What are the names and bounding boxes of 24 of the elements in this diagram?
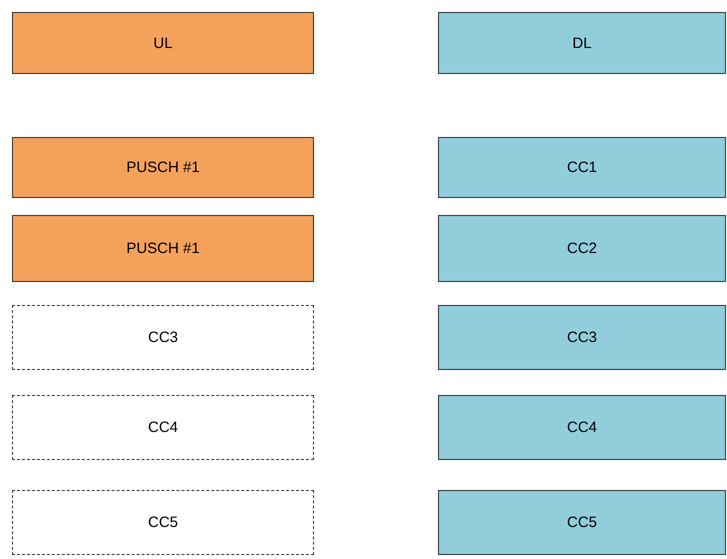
box-label: DL xyxy=(572,34,592,52)
process-box xyxy=(438,215,726,282)
box-label: CC4 xyxy=(148,419,178,436)
box-label: PUSCH #1 xyxy=(126,159,200,176)
box-label: CC5 xyxy=(566,514,597,531)
box-label: PUSCH #1 xyxy=(126,240,200,257)
process-box xyxy=(438,395,726,460)
process-box xyxy=(12,215,314,282)
process-box xyxy=(438,305,726,370)
process-box xyxy=(438,12,726,74)
box-label: CC3 xyxy=(148,329,178,346)
box-label: CC3 xyxy=(566,329,597,346)
dashed-box xyxy=(12,305,314,370)
process-box xyxy=(12,12,314,74)
dashed-box xyxy=(12,490,314,555)
process-box xyxy=(438,137,726,198)
box-label: UL xyxy=(153,34,173,52)
dashed-box xyxy=(12,395,314,460)
process-box xyxy=(12,137,314,198)
box-label: CC5 xyxy=(148,514,178,531)
box-label: CC1 xyxy=(566,159,597,176)
box-label: CC4 xyxy=(566,419,597,436)
box-label: CC2 xyxy=(566,240,597,257)
process-box xyxy=(438,490,726,555)
